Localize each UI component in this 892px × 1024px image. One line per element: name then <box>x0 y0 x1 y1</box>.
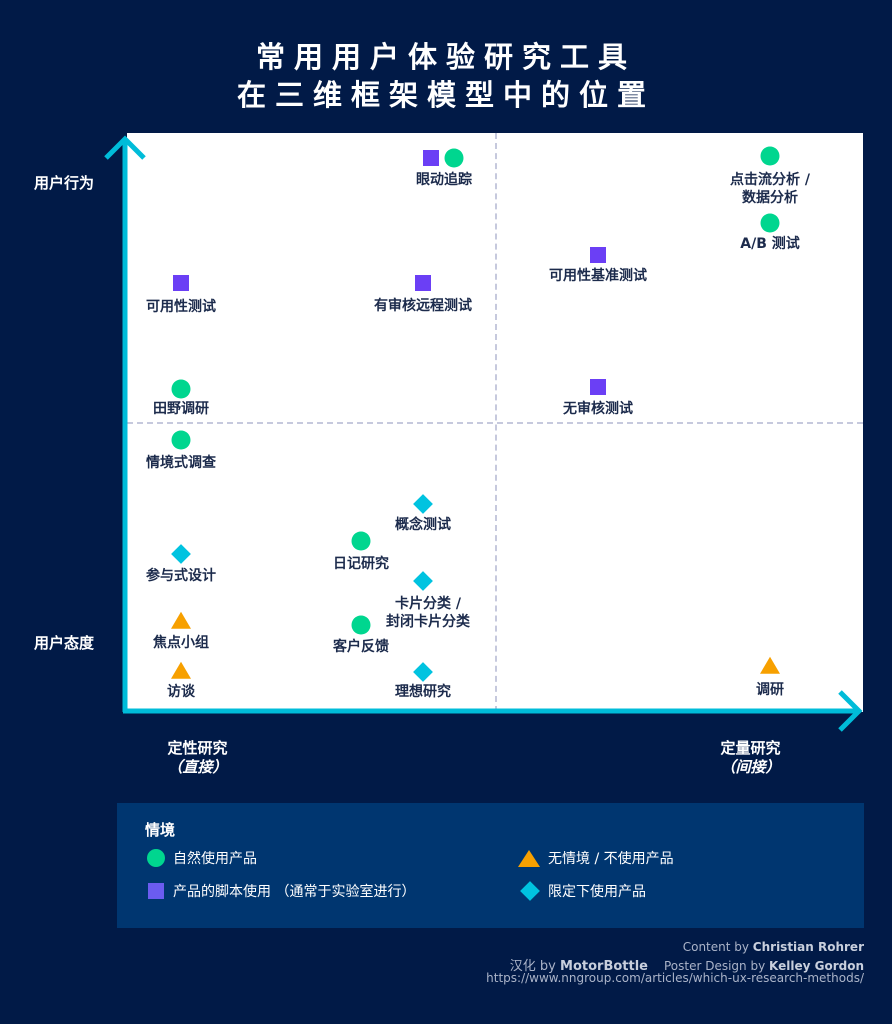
footer-content-credit: Content by Christian Rohrer <box>683 940 864 954</box>
method-label-line: 参与式设计 <box>146 568 216 584</box>
circle-marker <box>351 615 371 635</box>
square-marker <box>173 275 189 291</box>
designer: Kelley Gordon <box>769 959 864 973</box>
method-label-line: 数据分析 <box>742 190 798 206</box>
y-axis-top-label: 用户行为 <box>34 174 95 192</box>
x-axis-arrow <box>123 690 863 732</box>
circle-marker <box>171 430 191 450</box>
square-marker <box>590 379 606 395</box>
method-label: 可用性基准测试 <box>549 267 647 285</box>
circle-marker <box>351 531 371 551</box>
y-axis-arrow <box>104 135 146 712</box>
legend-label: 产品的脚本使用 （通常于实验室进行） <box>173 884 416 900</box>
circle-marker <box>444 148 464 168</box>
method-label: 田野调研 <box>153 400 209 418</box>
square-marker <box>415 275 431 291</box>
legend-label: 自然使用产品 <box>173 851 257 867</box>
method-label: 理想研究 <box>395 683 451 701</box>
legend-label: 无情境 / 不使用产品 <box>548 851 674 867</box>
method-label-line: 封闭卡片分类 <box>386 614 470 630</box>
x-axis-left-label: 定性研究 （直接） <box>150 739 245 777</box>
method-label-line: 眼动追踪 <box>416 172 472 188</box>
method-label: 卡片分类 / 封闭卡片分类 <box>386 595 470 631</box>
x-right-sub: （间接） <box>720 758 781 776</box>
plot-area <box>127 133 863 712</box>
method-label-line: 客户反馈 <box>333 639 389 655</box>
horizontal-divider <box>127 422 863 424</box>
title-line-1: 常用用户体验研究工具 <box>255 40 636 74</box>
legend-label: 限定下使用产品 <box>548 884 646 900</box>
x-left-title: 定性研究 <box>167 739 228 757</box>
method-label-line: 访谈 <box>167 684 195 700</box>
method-label: 日记研究 <box>333 555 389 573</box>
method-label: 点击流分析 / 数据分析 <box>730 171 810 207</box>
method-label-line: 理想研究 <box>395 684 451 700</box>
footer-design-credit: 汉化 by MotorBottle Poster Design by Kelley… <box>510 955 864 974</box>
method-label-line: A/B 测试 <box>740 236 800 252</box>
method-label-line: 可用性基准测试 <box>549 268 647 284</box>
credit-prefix: Content by <box>682 940 753 954</box>
circle-icon <box>147 849 165 867</box>
square-marker <box>423 150 439 166</box>
method-label: 无审核测试 <box>563 400 633 418</box>
legend-item-none: 无情境 / 不使用产品 <box>518 848 674 868</box>
method-label-line: 概念测试 <box>395 517 451 533</box>
method-label-line: 焦点小组 <box>153 635 209 651</box>
design-prefix: Poster Design by <box>663 959 770 973</box>
x-right-title: 定量研究 <box>720 739 781 757</box>
method-label: 客户反馈 <box>333 638 389 656</box>
method-label: 眼动追踪 <box>416 171 472 189</box>
legend: 情境 自然使用产品 产品的脚本使用 （通常于实验室进行） 无情境 / 不使用产品… <box>117 803 864 928</box>
circle-marker <box>760 213 780 233</box>
method-label-line: 日记研究 <box>333 556 389 572</box>
method-label: 参与式设计 <box>146 567 216 585</box>
translator: MotorBottle <box>560 959 648 974</box>
legend-title: 情境 <box>145 821 176 839</box>
triangle-marker <box>760 656 780 674</box>
method-label-line: 卡片分类 / <box>395 596 461 612</box>
legend-item-natural: 自然使用产品 <box>147 848 257 868</box>
method-label: 有审核远程测试 <box>374 297 472 315</box>
diamond-icon <box>520 881 540 901</box>
method-label: 情境式调查 <box>146 454 216 472</box>
method-label-line: 调研 <box>756 682 784 698</box>
method-label-line: 情境式调查 <box>146 455 216 471</box>
triangle-marker <box>171 661 191 679</box>
method-label: A/B 测试 <box>740 235 800 253</box>
translator-credit: 汉化 by MotorBottle <box>510 959 648 974</box>
legend-item-limited: 限定下使用产品 <box>520 881 646 901</box>
method-label-line: 点击流分析 / <box>730 172 810 188</box>
method-label-line: 有审核远程测试 <box>374 298 472 314</box>
x-left-sub: （直接） <box>167 758 228 776</box>
title-line-2: 在三维框架模型中的位置 <box>236 78 655 112</box>
method-label-line: 田野调研 <box>153 401 209 417</box>
method-label: 调研 <box>756 681 784 699</box>
legend-item-scripted: 产品的脚本使用 （通常于实验室进行） <box>147 881 415 901</box>
triangle-icon <box>518 849 540 867</box>
method-label: 焦点小组 <box>153 634 209 652</box>
method-label: 访谈 <box>167 683 195 701</box>
method-label-line: 可用性测试 <box>146 299 216 315</box>
footer-url: https://www.nngroup.com/articles/which-u… <box>486 971 864 985</box>
y-axis-bottom-label: 用户态度 <box>34 634 95 652</box>
x-axis-right-label: 定量研究 （间接） <box>703 739 798 777</box>
method-label: 概念测试 <box>395 516 451 534</box>
method-label-line: 无审核测试 <box>563 401 633 417</box>
triangle-marker <box>171 611 191 629</box>
square-marker <box>590 247 606 263</box>
circle-marker <box>171 379 191 399</box>
square-icon <box>148 883 164 899</box>
circle-marker <box>760 146 780 166</box>
method-label: 可用性测试 <box>146 298 216 316</box>
translate-prefix: 汉化 by <box>509 959 561 974</box>
credit-author: Christian Rohrer <box>752 940 864 954</box>
